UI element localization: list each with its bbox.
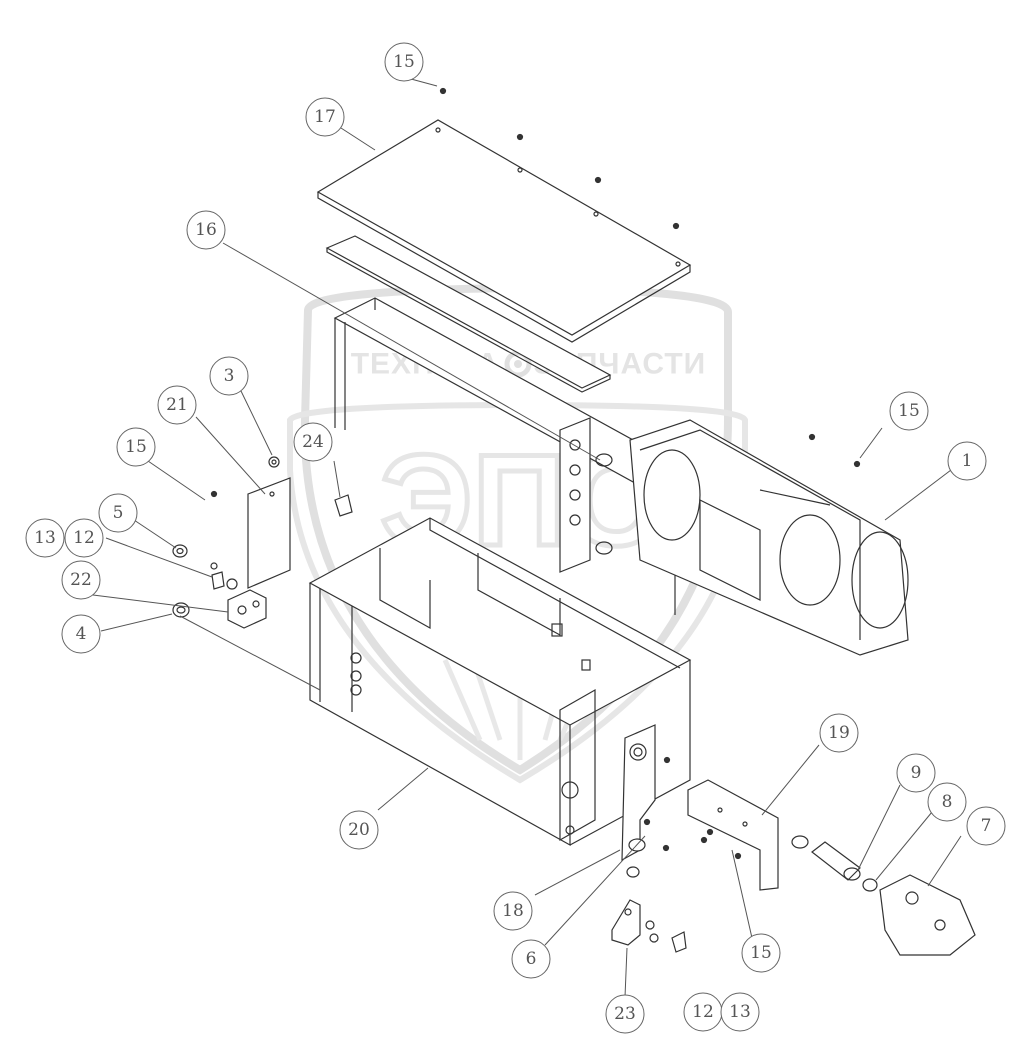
callout-8: 8 (927, 782, 967, 822)
leader-lines (92, 78, 962, 998)
callout-label: 9 (911, 763, 922, 783)
callout-label: 15 (393, 52, 415, 72)
callout-3: 3 (209, 356, 249, 396)
callout-label: 4 (76, 624, 87, 644)
callout-13-bottom: 13 (720, 992, 760, 1032)
bolts-washers-bottom (671, 931, 687, 953)
callout-label: 7 (981, 816, 992, 836)
callout-label: 8 (942, 792, 953, 812)
callout-15-left: 15 (116, 427, 156, 467)
callout-label: 5 (113, 503, 124, 523)
callout-label: 19 (828, 723, 850, 743)
hose-part (811, 841, 861, 881)
callout-label: 3 (224, 366, 235, 386)
top-cover-plate (316, 119, 692, 343)
callout-label: 12 (73, 528, 95, 548)
callout-21: 21 (157, 385, 197, 425)
nut-part (268, 456, 280, 468)
clip-part (334, 494, 353, 517)
callout-17: 17 (305, 97, 345, 137)
callout-22: 22 (61, 560, 101, 600)
side-bracket-19 (687, 779, 779, 891)
knob-part (626, 838, 646, 878)
callout-label: 24 (302, 432, 324, 452)
callout-15-bottom: 15 (741, 933, 781, 973)
callout-label: 23 (614, 1004, 636, 1024)
l-bracket-23 (611, 899, 659, 946)
callout-6: 6 (511, 939, 551, 979)
callout-23: 23 (605, 994, 645, 1034)
blower-unit (629, 419, 909, 656)
callouts: 15 17 16 3 21 15 24 5 13 12 22 4 15 1 20… (25, 42, 1006, 1034)
callout-13-left: 13 (25, 518, 65, 558)
callout-1: 1 (947, 441, 987, 481)
callout-label: 12 (692, 1002, 714, 1022)
callout-24: 24 (293, 422, 333, 462)
grommet-top (172, 544, 188, 558)
callout-4: 4 (61, 614, 101, 654)
callout-label: 15 (750, 943, 772, 963)
screws (210, 87, 861, 860)
parts (172, 87, 976, 956)
callout-label: 18 (502, 901, 524, 921)
callout-label: 22 (70, 570, 92, 590)
callout-18: 18 (493, 891, 533, 931)
callout-label: 13 (34, 528, 56, 548)
bracket-block (227, 589, 267, 629)
callout-20: 20 (339, 810, 379, 850)
callout-label: 15 (125, 437, 147, 457)
callout-label: 6 (526, 949, 537, 969)
callout-19: 19 (819, 713, 859, 753)
callout-5: 5 (98, 493, 138, 533)
gasket-strip (325, 235, 612, 393)
callout-12-left: 12 (64, 518, 104, 558)
side-bracket-plate (247, 477, 291, 589)
mounting-bracket (621, 724, 656, 862)
callout-label: 13 (729, 1002, 751, 1022)
valve-part (879, 874, 976, 956)
callout-label: 20 (348, 820, 370, 840)
callout-label: 1 (962, 451, 973, 471)
callout-12-bottom: 12 (683, 992, 723, 1032)
heater-core (559, 417, 613, 573)
callout-15-right: 15 (889, 391, 929, 431)
callout-7: 7 (966, 806, 1006, 846)
callout-9: 9 (896, 753, 936, 793)
callout-label: 16 (195, 220, 217, 240)
main-housing-box (308, 517, 692, 847)
bolts-washers-left (210, 562, 238, 590)
callout-label: 17 (314, 107, 336, 127)
callout-16: 16 (186, 210, 226, 250)
callout-label: 15 (898, 401, 920, 421)
callout-label: 21 (166, 395, 188, 415)
hose-clamps (791, 835, 878, 892)
callout-15-top: 15 (384, 42, 424, 82)
